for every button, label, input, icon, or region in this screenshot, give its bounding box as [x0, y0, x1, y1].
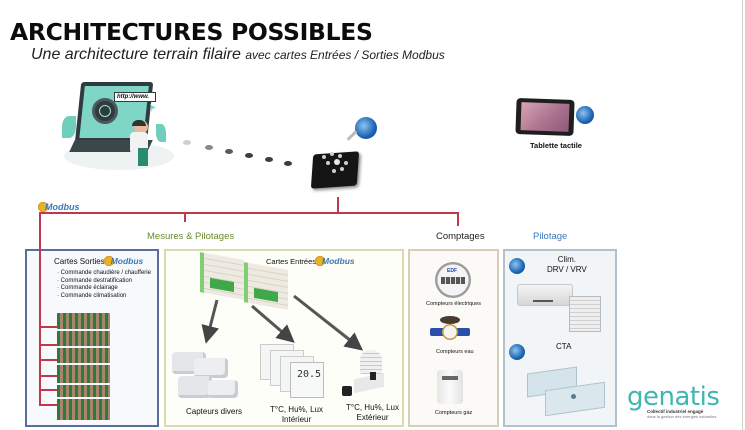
network-cable — [346, 130, 358, 141]
water-meter-image — [430, 316, 470, 344]
gas-meter-image — [437, 370, 463, 404]
sorties-item: Commande destratification — [57, 278, 151, 286]
bus-branch — [39, 375, 57, 377]
bus-branch — [39, 389, 57, 391]
bus-branch — [39, 359, 57, 361]
bus-main-line — [39, 212, 459, 214]
bus-drop-mesures — [184, 212, 186, 222]
cta-unit-image — [527, 364, 609, 417]
network-globe-icon — [355, 117, 377, 139]
sorties-item: Commande éclairage — [57, 285, 151, 293]
tablet-device — [515, 97, 575, 137]
page-subtitle: Une architecture terrain filaire avec ca… — [31, 46, 445, 64]
logo-tagline-2: dans la gestion des énergies naturelles — [647, 414, 717, 419]
section-label-comptages: Comptages — [436, 231, 485, 242]
page-title: ARCHITECTURES POSSIBLES — [10, 20, 373, 46]
label-capteurs: Capteurs divers — [186, 407, 243, 416]
label-exterieur: T°C, Hu%, Lux Extérieur — [346, 403, 399, 422]
wireless-link-dots — [180, 140, 320, 170]
electric-meter-image: EDF — [435, 262, 471, 298]
arrow-to-interieur — [251, 304, 295, 343]
logo-wordmark: genatis — [627, 382, 720, 412]
arrow-to-capteurs — [201, 299, 219, 344]
controller-device — [310, 145, 360, 191]
modbus-gear-icon — [102, 255, 115, 267]
bus-drop-controller — [337, 197, 339, 213]
clim-network-icon — [509, 258, 525, 274]
leaves — [62, 116, 76, 138]
thermostat-display: 20.5 — [297, 369, 322, 380]
label-clim: Clim. DRV / VRV — [547, 255, 587, 274]
label-interieur: T°C, Hu%, Lux Intérieur — [270, 405, 323, 424]
sorties-header: Cartes Sorties Modbus — [54, 255, 143, 267]
modbus-badge: Modbus — [37, 201, 80, 213]
weather-station-image — [340, 350, 396, 400]
cursor-icon — [150, 104, 156, 112]
thermostats-image: 20.5 — [260, 344, 330, 400]
label-cta: CTA — [556, 342, 572, 351]
subtitle-detail: avec cartes Entrées / Sorties Modbus — [245, 48, 445, 62]
cta-network-icon — [509, 344, 525, 360]
relay-boards — [57, 313, 110, 420]
genatis-logo: genatis Collectif industriel engagé dans… — [627, 382, 720, 419]
bus-drop-comptages — [457, 212, 459, 226]
sorties-modbus-badge: Modbus — [102, 255, 143, 267]
clim-unit-image — [517, 278, 605, 334]
arrow-to-exterieur — [293, 294, 364, 351]
entrees-header: Cartes Entrées Modbus — [266, 255, 355, 267]
modbus-gear-icon — [314, 255, 327, 267]
sorties-command-list: Commande chaudière / chaufferie Commande… — [57, 270, 151, 300]
section-label-pilotage: Pilotage — [533, 231, 568, 242]
label-compteurs-eau: Compteurs eau — [436, 349, 474, 355]
entrees-arrows — [201, 294, 364, 351]
globe-icon — [92, 98, 118, 124]
bus-branch — [39, 344, 57, 346]
logo-tagline-1: Collectif industriel engagé — [647, 409, 704, 414]
tablet-network-icon — [576, 106, 594, 124]
url-bar: http://www. — [114, 92, 156, 102]
subtitle-main: Une architecture terrain filaire — [31, 46, 241, 63]
label-compteurs-electriques: Compteurs électriques — [426, 301, 482, 307]
section-label-mesures: Mesures & Pilotages — [147, 231, 235, 242]
sorties-item: Commande climatisation — [57, 293, 151, 301]
modbus-gear-icon — [37, 201, 49, 213]
edf-logo: EDF — [447, 268, 457, 274]
capteurs-image — [172, 350, 248, 402]
label-compteurs-gaz: Compteurs gaz — [435, 410, 473, 416]
laptop-illustration: http://www. — [62, 80, 182, 170]
sorties-item: Commande chaudière / chaufferie — [57, 270, 151, 278]
bus-branch — [39, 326, 57, 328]
sorties-title: Cartes Sorties — [54, 256, 105, 266]
entrees-modbus-badge: Modbus — [314, 255, 355, 267]
slide-edge — [742, 0, 743, 430]
entrees-title: Cartes Entrées — [266, 256, 317, 266]
bus-branch — [39, 404, 57, 406]
tablet-label: Tablette tactile — [530, 141, 582, 150]
